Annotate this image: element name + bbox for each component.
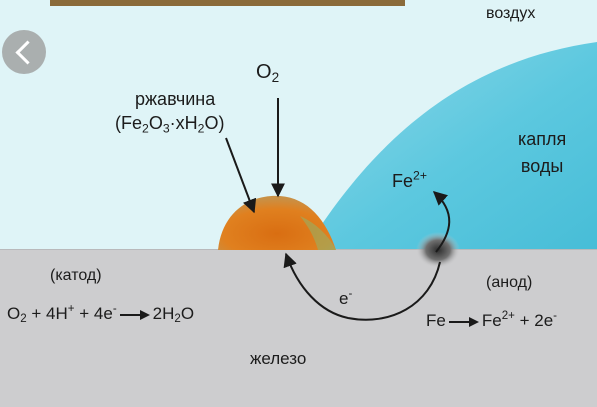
fe-ion-arrow bbox=[432, 191, 451, 253]
water-drop bbox=[305, 42, 597, 250]
electron-label: e- bbox=[339, 287, 353, 308]
back-button[interactable] bbox=[2, 30, 46, 74]
oxygen-label: O2 bbox=[256, 61, 280, 85]
air-label: воздух bbox=[486, 5, 536, 22]
rust-label: ржавчина bbox=[135, 89, 216, 109]
anode-label: (анод) bbox=[486, 274, 533, 291]
iron-label: железо bbox=[250, 349, 307, 368]
rust-edge bbox=[300, 216, 336, 250]
reaction-arrow-icon bbox=[119, 309, 150, 320]
cathode-label: (катод) bbox=[50, 267, 102, 284]
water-drop-label: капля воды bbox=[518, 129, 567, 176]
chevron-left-icon bbox=[15, 40, 40, 65]
iron-region bbox=[0, 249, 597, 407]
reaction-arrow-icon bbox=[448, 316, 479, 327]
cathode-reaction: O2 + 4H+ + 4e-2H2O bbox=[7, 302, 195, 326]
rust-pointer-arrow bbox=[225, 137, 257, 214]
fe-ion-label: Fe2+ bbox=[392, 168, 427, 191]
rust-formula: (Fe2O3·xH2O) bbox=[115, 113, 225, 136]
top-image-strip bbox=[50, 0, 405, 6]
electron-flow-arrow bbox=[283, 252, 441, 321]
